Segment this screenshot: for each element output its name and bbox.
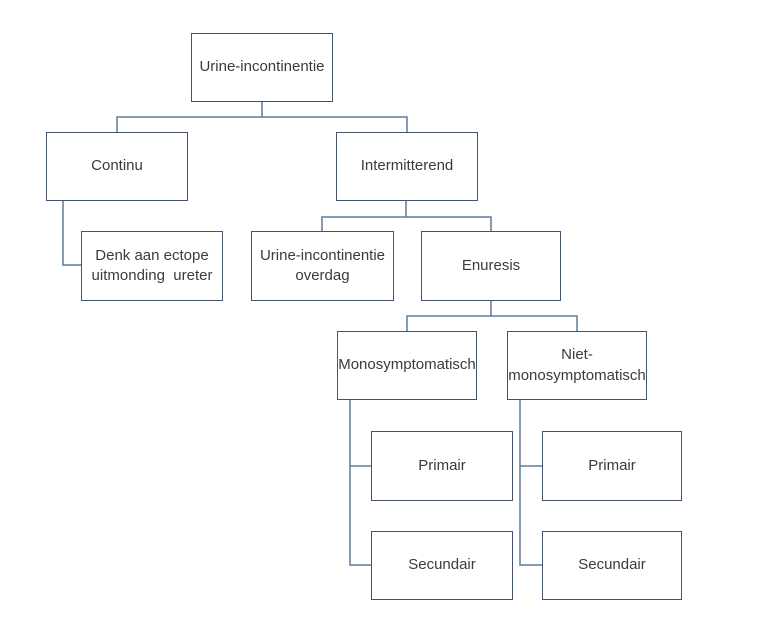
node-nietmono-primair: Primair xyxy=(542,431,682,501)
node-intermitterend-label: Intermitterend xyxy=(360,157,454,175)
node-urine-incontinentie-overdag-label: Urine-incontinentie overdag xyxy=(259,246,386,284)
node-niet-monosymptomatisch-label: Niet- monosymptomatisch xyxy=(508,346,646,384)
node-mono-secundair: Secundair xyxy=(371,531,513,600)
connector-intermitterend-to-children xyxy=(321,201,492,231)
node-ectope-uitmonding-ureter: Denk aan ectope uitmonding ureter xyxy=(81,231,223,301)
node-nietmono-secundair-label: Secundair xyxy=(578,556,646,574)
connector-root-to-children xyxy=(116,102,408,132)
node-continu-label: Continu xyxy=(91,157,143,175)
node-intermitterend: Intermitterend xyxy=(336,132,478,201)
connector-enuresis-to-children xyxy=(406,301,578,331)
node-urine-incontinentie: Urine-incontinentie xyxy=(191,33,333,102)
node-enuresis: Enuresis xyxy=(421,231,561,301)
node-niet-monosymptomatisch: Niet- monosymptomatisch xyxy=(507,331,647,400)
node-ectope-uitmonding-ureter-label: Denk aan ectope uitmonding ureter xyxy=(91,246,213,284)
node-nietmono-primair-label: Primair xyxy=(588,456,636,474)
node-nietmono-secundair: Secundair xyxy=(542,531,682,600)
node-mono-primair: Primair xyxy=(371,431,513,501)
node-urine-incontinentie-overdag: Urine-incontinentie overdag xyxy=(251,231,394,301)
connector-mono-to-children xyxy=(349,400,371,566)
node-mono-primair-label: Primair xyxy=(418,456,466,474)
node-monosymptomatisch-label: Monosymptomatisch xyxy=(338,356,476,374)
node-urine-incontinentie-label: Urine-incontinentie xyxy=(199,58,325,76)
connector-continu-to-ectope xyxy=(62,201,81,266)
node-continu: Continu xyxy=(46,132,188,201)
connector-nietmono-to-children xyxy=(519,400,542,566)
node-mono-secundair-label: Secundair xyxy=(408,556,476,574)
node-enuresis-label: Enuresis xyxy=(461,256,521,274)
node-monosymptomatisch: Monosymptomatisch xyxy=(337,331,477,400)
